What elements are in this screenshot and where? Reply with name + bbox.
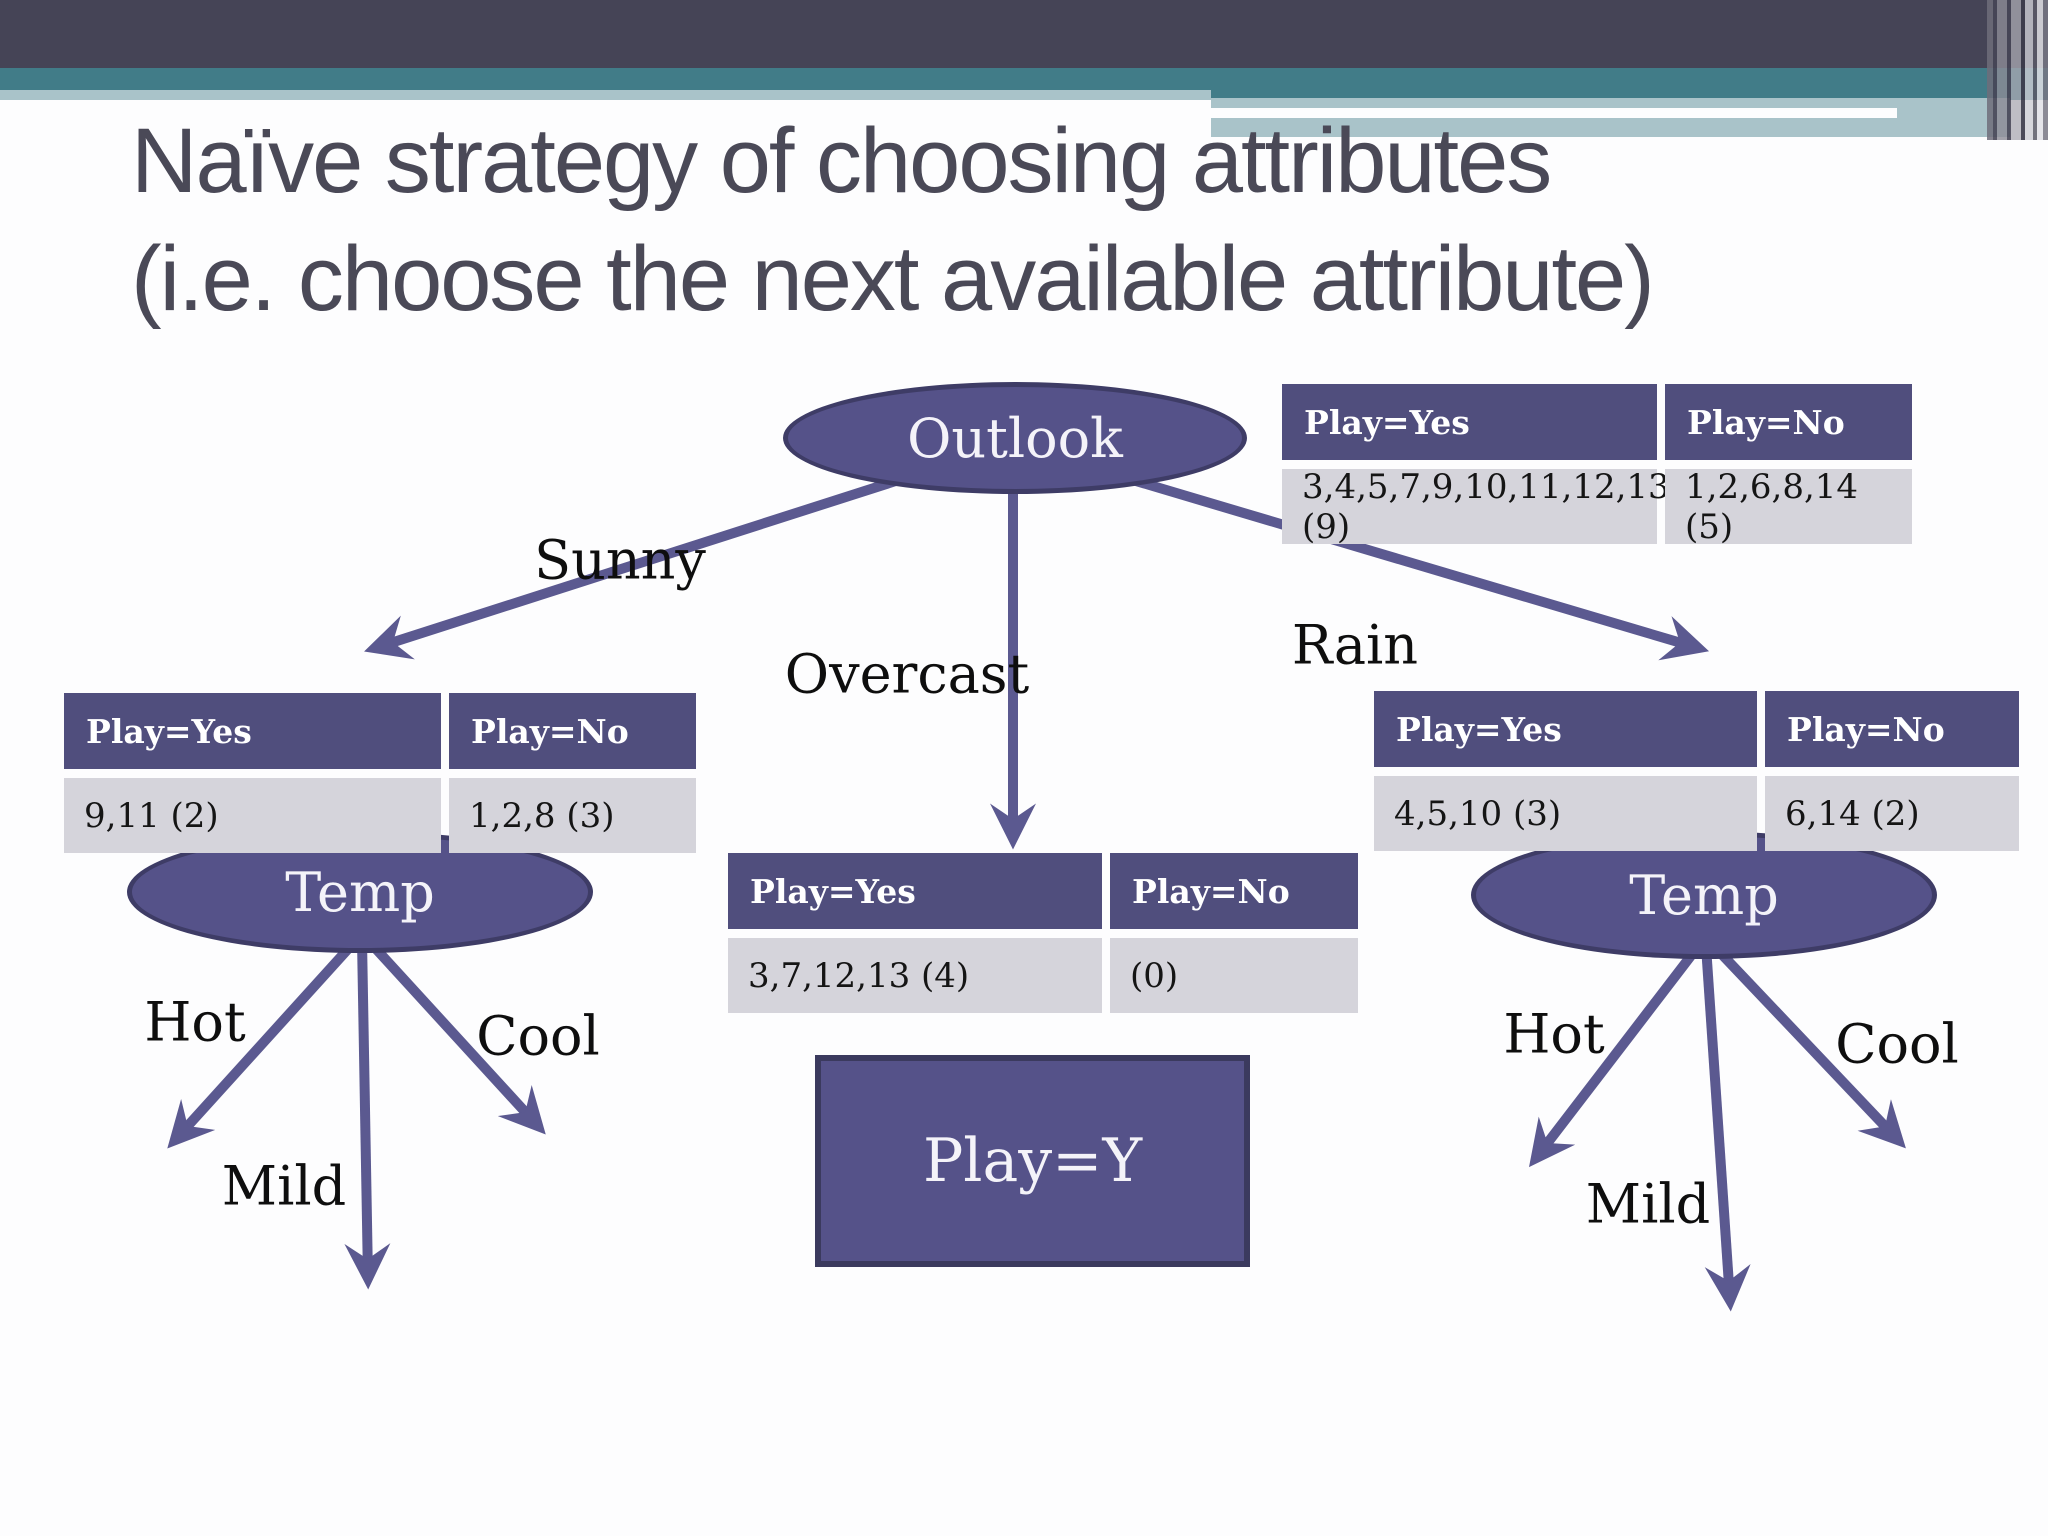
table-rain: Play=Yes Play=No 4,5,10 (3) 6,14 (2) xyxy=(1374,691,2019,851)
table-sunny-header-no: Play=No xyxy=(449,693,696,769)
table-root-cell-yes: 3,4,5,7,9,10,11,12,13 (9) xyxy=(1282,467,1670,547)
branch-label-cool-right: Cool xyxy=(1835,1012,1959,1076)
table-overcast-cell-no: (0) xyxy=(1110,938,1358,1013)
leaf-box-play-yes: Play=Y xyxy=(815,1055,1250,1267)
white-accent-line xyxy=(1211,108,1897,118)
slide-title-line2: (i.e. choose the next available attribut… xyxy=(131,227,1655,330)
table-rain-header-no: Play=No xyxy=(1765,691,2019,767)
corner-stripe-decoration xyxy=(1987,0,2048,140)
edge-arrow-rain xyxy=(1070,457,1710,661)
table-root: Play=Yes Play=No 3,4,5,7,9,10,11,12,13 (… xyxy=(1282,384,1912,547)
table-overcast-header-yes: Play=Yes xyxy=(728,853,1102,929)
table-sunny-header-yes: Play=Yes xyxy=(64,693,441,769)
light-teal-band-left xyxy=(0,90,1211,100)
table-root-cell-no: 1,2,6,8,14 (5) xyxy=(1665,467,1912,547)
slide-title-line1: Naïve strategy of choosing attributes xyxy=(131,110,1552,212)
branch-label-mild-right: Mild xyxy=(1585,1172,1711,1236)
branch-label-cool-left: Cool xyxy=(476,1004,600,1068)
table-overcast-cell-yes: 3,7,12,13 (4) xyxy=(728,938,1102,1013)
table-sunny-cell-no: 1,2,8 (3) xyxy=(449,778,696,853)
edge-arrow-hot-right xyxy=(1529,940,1704,1168)
table-sunny-cell-yes: 9,11 (2) xyxy=(64,778,441,853)
leaf-box-label: Play=Y xyxy=(922,1126,1143,1196)
table-rain-header-yes: Play=Yes xyxy=(1374,691,1757,767)
branch-label-rain: Rain xyxy=(1291,613,1419,677)
table-rain-cell-no: 6,14 (2) xyxy=(1765,776,2019,851)
branch-label-sunny: Sunny xyxy=(534,528,706,592)
table-overcast-header-no: Play=No xyxy=(1110,853,1358,929)
table-root-header-no: Play=No xyxy=(1665,384,1912,460)
table-overcast: Play=Yes Play=No 3,7,12,13 (4) (0) xyxy=(728,853,1358,1013)
branch-label-hot-left: Hot xyxy=(144,990,246,1054)
branch-label-mild-left: Mild xyxy=(221,1154,347,1218)
branch-label-overcast: Overcast xyxy=(784,642,1030,706)
edge-arrow-sunny xyxy=(364,457,957,660)
edge-arrow-cool-left xyxy=(362,934,546,1135)
table-root-header-yes: Play=Yes xyxy=(1282,384,1657,460)
table-rain-cell-yes: 4,5,10 (3) xyxy=(1374,776,1757,851)
edge-arrow-mild-right xyxy=(1701,945,1751,1312)
branch-label-hot-right: Hot xyxy=(1503,1002,1605,1066)
node-temp-left-label: Temp xyxy=(285,860,435,924)
slide-title: Naïve strategy of choosing attributes (i… xyxy=(131,103,1851,339)
edge-arrow-mild-left xyxy=(344,939,391,1290)
edge-arrow-hot-left xyxy=(167,934,362,1149)
root-node-outlook: Outlook xyxy=(783,382,1247,494)
header-bar xyxy=(0,0,2048,68)
node-temp-right-label: Temp xyxy=(1629,863,1779,927)
node-temp-right: Temp xyxy=(1471,831,1937,959)
root-node-label: Outlook xyxy=(907,406,1123,470)
edge-arrow-cool-right xyxy=(1708,940,1906,1149)
table-sunny: Play=Yes Play=No 9,11 (2) 1,2,8 (3) xyxy=(64,693,696,853)
teal-band-right xyxy=(1211,68,2048,100)
